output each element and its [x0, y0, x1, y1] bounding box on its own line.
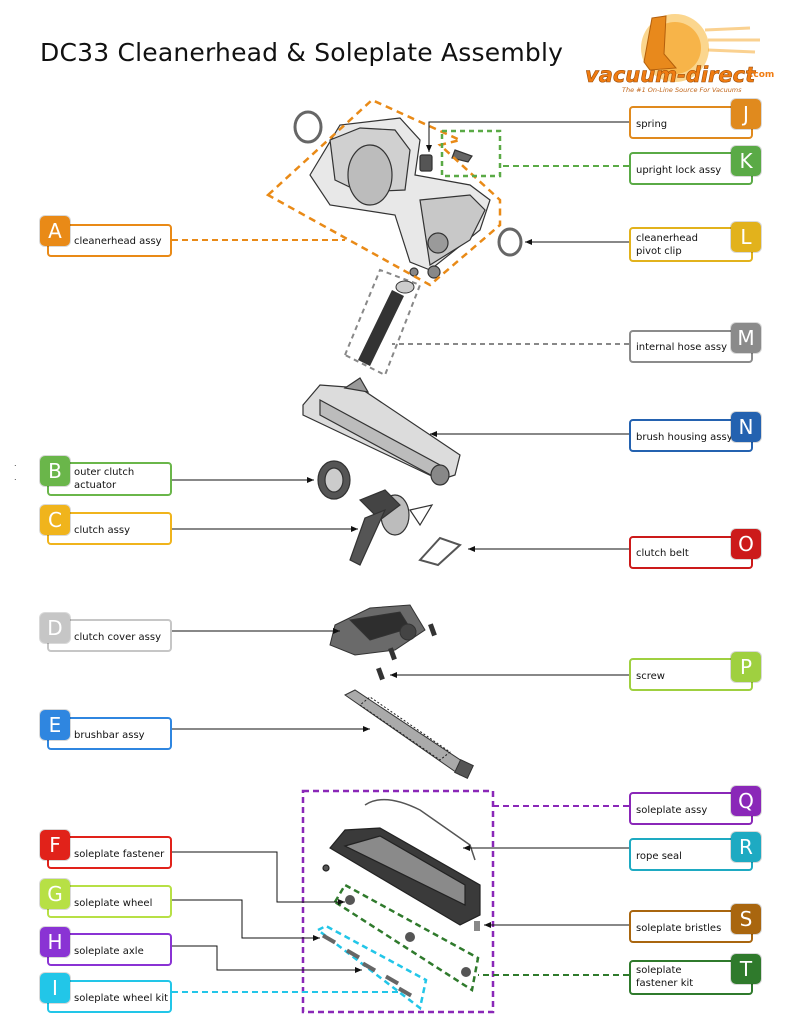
- logo-wordmark: vacuum-direct: [585, 63, 756, 87]
- clutch-cover-drawing: [329, 604, 426, 656]
- outer-clutch-drawing: [317, 460, 351, 500]
- part-label-J: spring: [636, 119, 668, 130]
- part-label-O: clutch belt: [636, 548, 689, 559]
- internal-hose-drawing: [343, 268, 422, 377]
- badge-E: E: [40, 710, 70, 740]
- part-label-G: soleplate wheel: [74, 898, 153, 909]
- upright-lock-outline: [440, 129, 502, 178]
- logo-tagline: The #1 On-Line Source For Vacuums: [622, 86, 742, 94]
- badge-L: L: [731, 222, 761, 252]
- leader-H: [172, 945, 362, 973]
- badge-P: P: [731, 652, 761, 682]
- part-label-K: upright lock assy: [636, 165, 722, 176]
- part-label-C: clutch assy: [74, 525, 131, 536]
- part-label-P: screw: [636, 671, 665, 682]
- badge-D: D: [40, 613, 70, 643]
- badge-K: K: [731, 146, 761, 176]
- part-label-T: soleplate fastener kit: [636, 965, 694, 989]
- badge-G: G: [40, 879, 70, 909]
- soleplate-drawing: [322, 827, 481, 926]
- part-label-E: brushbar assy: [74, 730, 145, 741]
- part-label-N: brush housing assy: [636, 432, 733, 443]
- badge-F: F: [40, 830, 70, 860]
- logo-tld: .com: [750, 70, 774, 80]
- fasteners-drawing: [345, 895, 471, 977]
- badge-H: H: [40, 927, 70, 957]
- badge-T: T: [731, 954, 761, 984]
- brushbar-drawing: [344, 689, 474, 779]
- badge-A: A: [40, 216, 70, 246]
- part-label-L: cleanerhead pivot clip: [636, 233, 698, 257]
- cleanerhead-outline: [265, 98, 502, 287]
- badge-N: N: [731, 412, 761, 442]
- fastener-kit-outline: [333, 883, 480, 993]
- badge-C: C: [40, 505, 70, 535]
- clutch-belt-drawing: [418, 536, 462, 567]
- part-label-R: rope seal: [636, 851, 682, 862]
- screws-drawing: [376, 623, 437, 681]
- badge-R: R: [731, 832, 761, 862]
- cleanerhead-drawing: [309, 117, 491, 279]
- part-label-D: clutch cover assy: [74, 632, 161, 643]
- vacuum-direct-logo: vacuum-direct .com The #1 On-Line Source…: [585, 14, 774, 94]
- part-label-B: outer clutch actuator: [74, 467, 135, 491]
- part-label-H: soleplate axle: [74, 946, 144, 957]
- wheel-kit-outline: [315, 924, 428, 1011]
- part-label-Q: soleplate assy: [636, 805, 708, 816]
- badge-Q: Q: [731, 786, 761, 816]
- left-pivot-clip: [293, 110, 323, 144]
- rope-seal-drawing: [364, 798, 476, 861]
- badge-B: B: [40, 456, 70, 486]
- svg-text:.: .: [14, 459, 17, 468]
- leader-F: [172, 851, 345, 905]
- badge-I: I: [40, 973, 70, 1003]
- badge-M: M: [731, 323, 761, 353]
- part-label-I: soleplate wheel kit: [74, 993, 169, 1004]
- svg-text:.: .: [14, 473, 17, 482]
- badge-J: J: [731, 99, 761, 129]
- part-label-M: internal hose assy: [636, 342, 728, 353]
- leader-G: [172, 899, 320, 941]
- part-label-S: soleplate bristles: [636, 923, 722, 934]
- page-title: DC33 Cleanerhead & Soleplate Assembly: [40, 38, 564, 67]
- soleplate-bristles-drawing: [474, 921, 480, 931]
- part-label-A: cleanerhead assy: [74, 236, 162, 247]
- badge-O: O: [731, 529, 761, 559]
- leader-J: [426, 121, 629, 152]
- badge-S: S: [731, 904, 761, 934]
- brush-housing-drawing: [302, 377, 461, 486]
- right-pivot-clip: [497, 227, 523, 257]
- clutch-assy-drawing: [349, 489, 434, 566]
- wheels-drawing: [321, 933, 413, 998]
- part-label-F: soleplate fastener: [74, 849, 165, 860]
